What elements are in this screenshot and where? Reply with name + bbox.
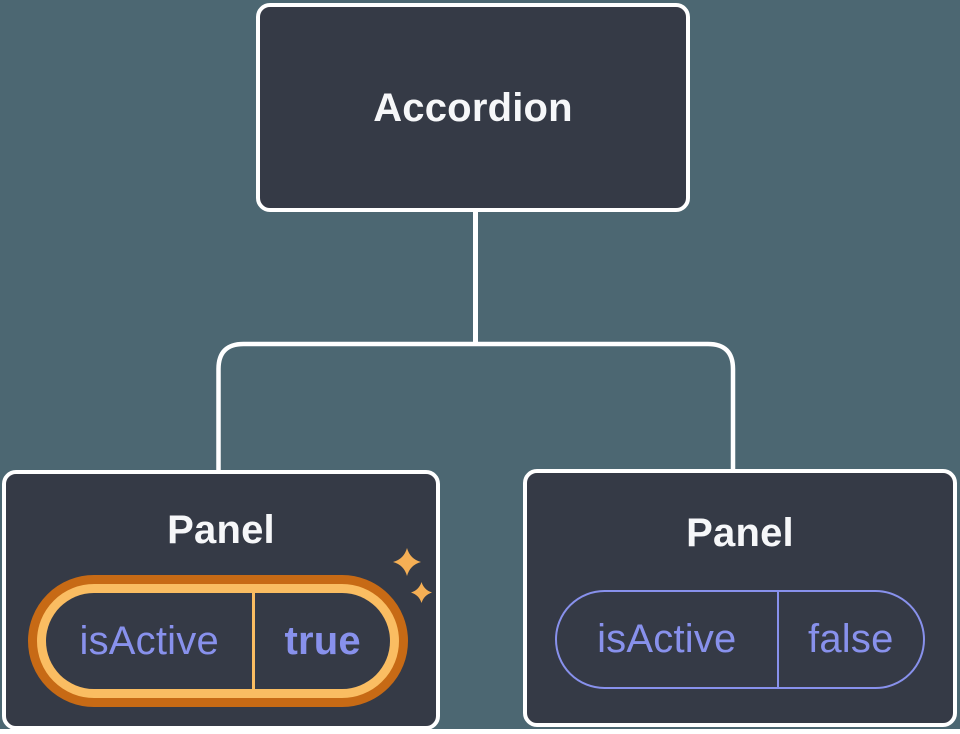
node-accordion: Accordion [256,3,690,212]
pill-divider [252,593,256,689]
state-value: true [284,618,361,663]
state-highlight-ring: isActive true [28,575,408,707]
state-value: false [808,617,894,661]
node-panel-active: Panel isActive true [2,470,440,730]
panel-label: Panel [686,511,794,555]
page-bottom-strip [0,729,960,734]
panel-label: Panel [167,508,275,552]
state-pill-inactive: isActive false [555,590,925,689]
state-key: isActive [79,618,219,663]
pill-divider [776,592,779,687]
state-pill-active: isActive true [46,593,390,689]
node-panel-inactive: Panel isActive false [523,469,957,727]
state-key: isActive [597,617,737,661]
accordion-label: Accordion [373,85,573,130]
